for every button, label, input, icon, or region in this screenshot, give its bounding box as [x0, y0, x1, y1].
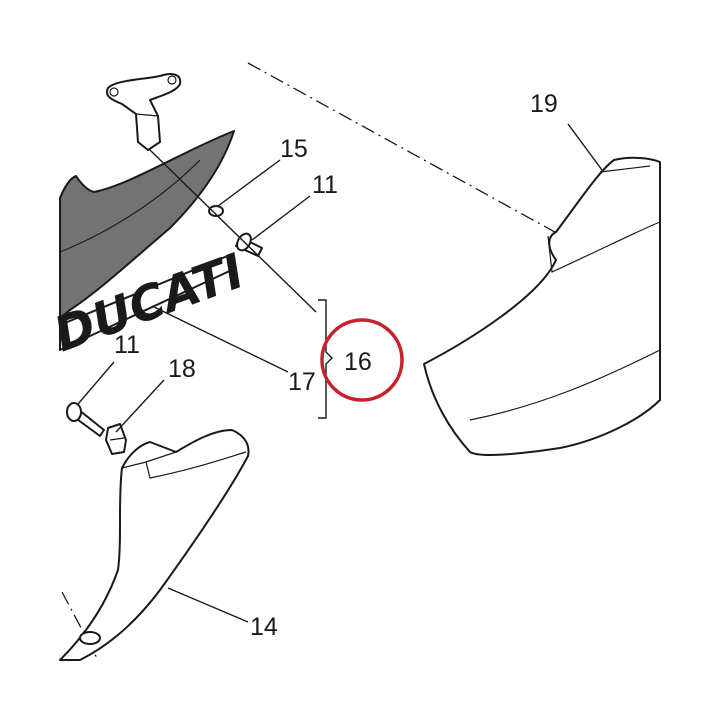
washer-15	[208, 205, 224, 217]
callout-19: 19	[530, 90, 558, 118]
callout-11-upper: 11	[312, 171, 338, 199]
side-cover-14	[59, 429, 250, 661]
callout-18: 18	[168, 355, 196, 383]
clip-nut-18	[105, 423, 127, 455]
callout-14: 14	[250, 613, 278, 641]
leader-15	[217, 159, 281, 207]
mounting-bracket	[106, 73, 182, 151]
screw-11-lower	[66, 402, 105, 437]
callout-11-lower: 11	[114, 331, 140, 359]
highlight-circle	[320, 318, 404, 402]
callout-15: 15	[280, 135, 308, 163]
leader-19	[567, 123, 603, 171]
leader-11-upper	[251, 195, 311, 241]
callout-16: 16	[344, 348, 372, 376]
bracket-brace	[318, 299, 333, 419]
leader-17-a	[151, 305, 289, 373]
leader-11-lower	[77, 361, 115, 405]
leader-18	[115, 379, 165, 433]
callout-17: 17	[288, 368, 316, 396]
tail-fairing	[59, 130, 237, 351]
leader-17-b	[149, 149, 317, 313]
leader-14	[167, 587, 249, 623]
side-cover-19	[423, 156, 661, 456]
